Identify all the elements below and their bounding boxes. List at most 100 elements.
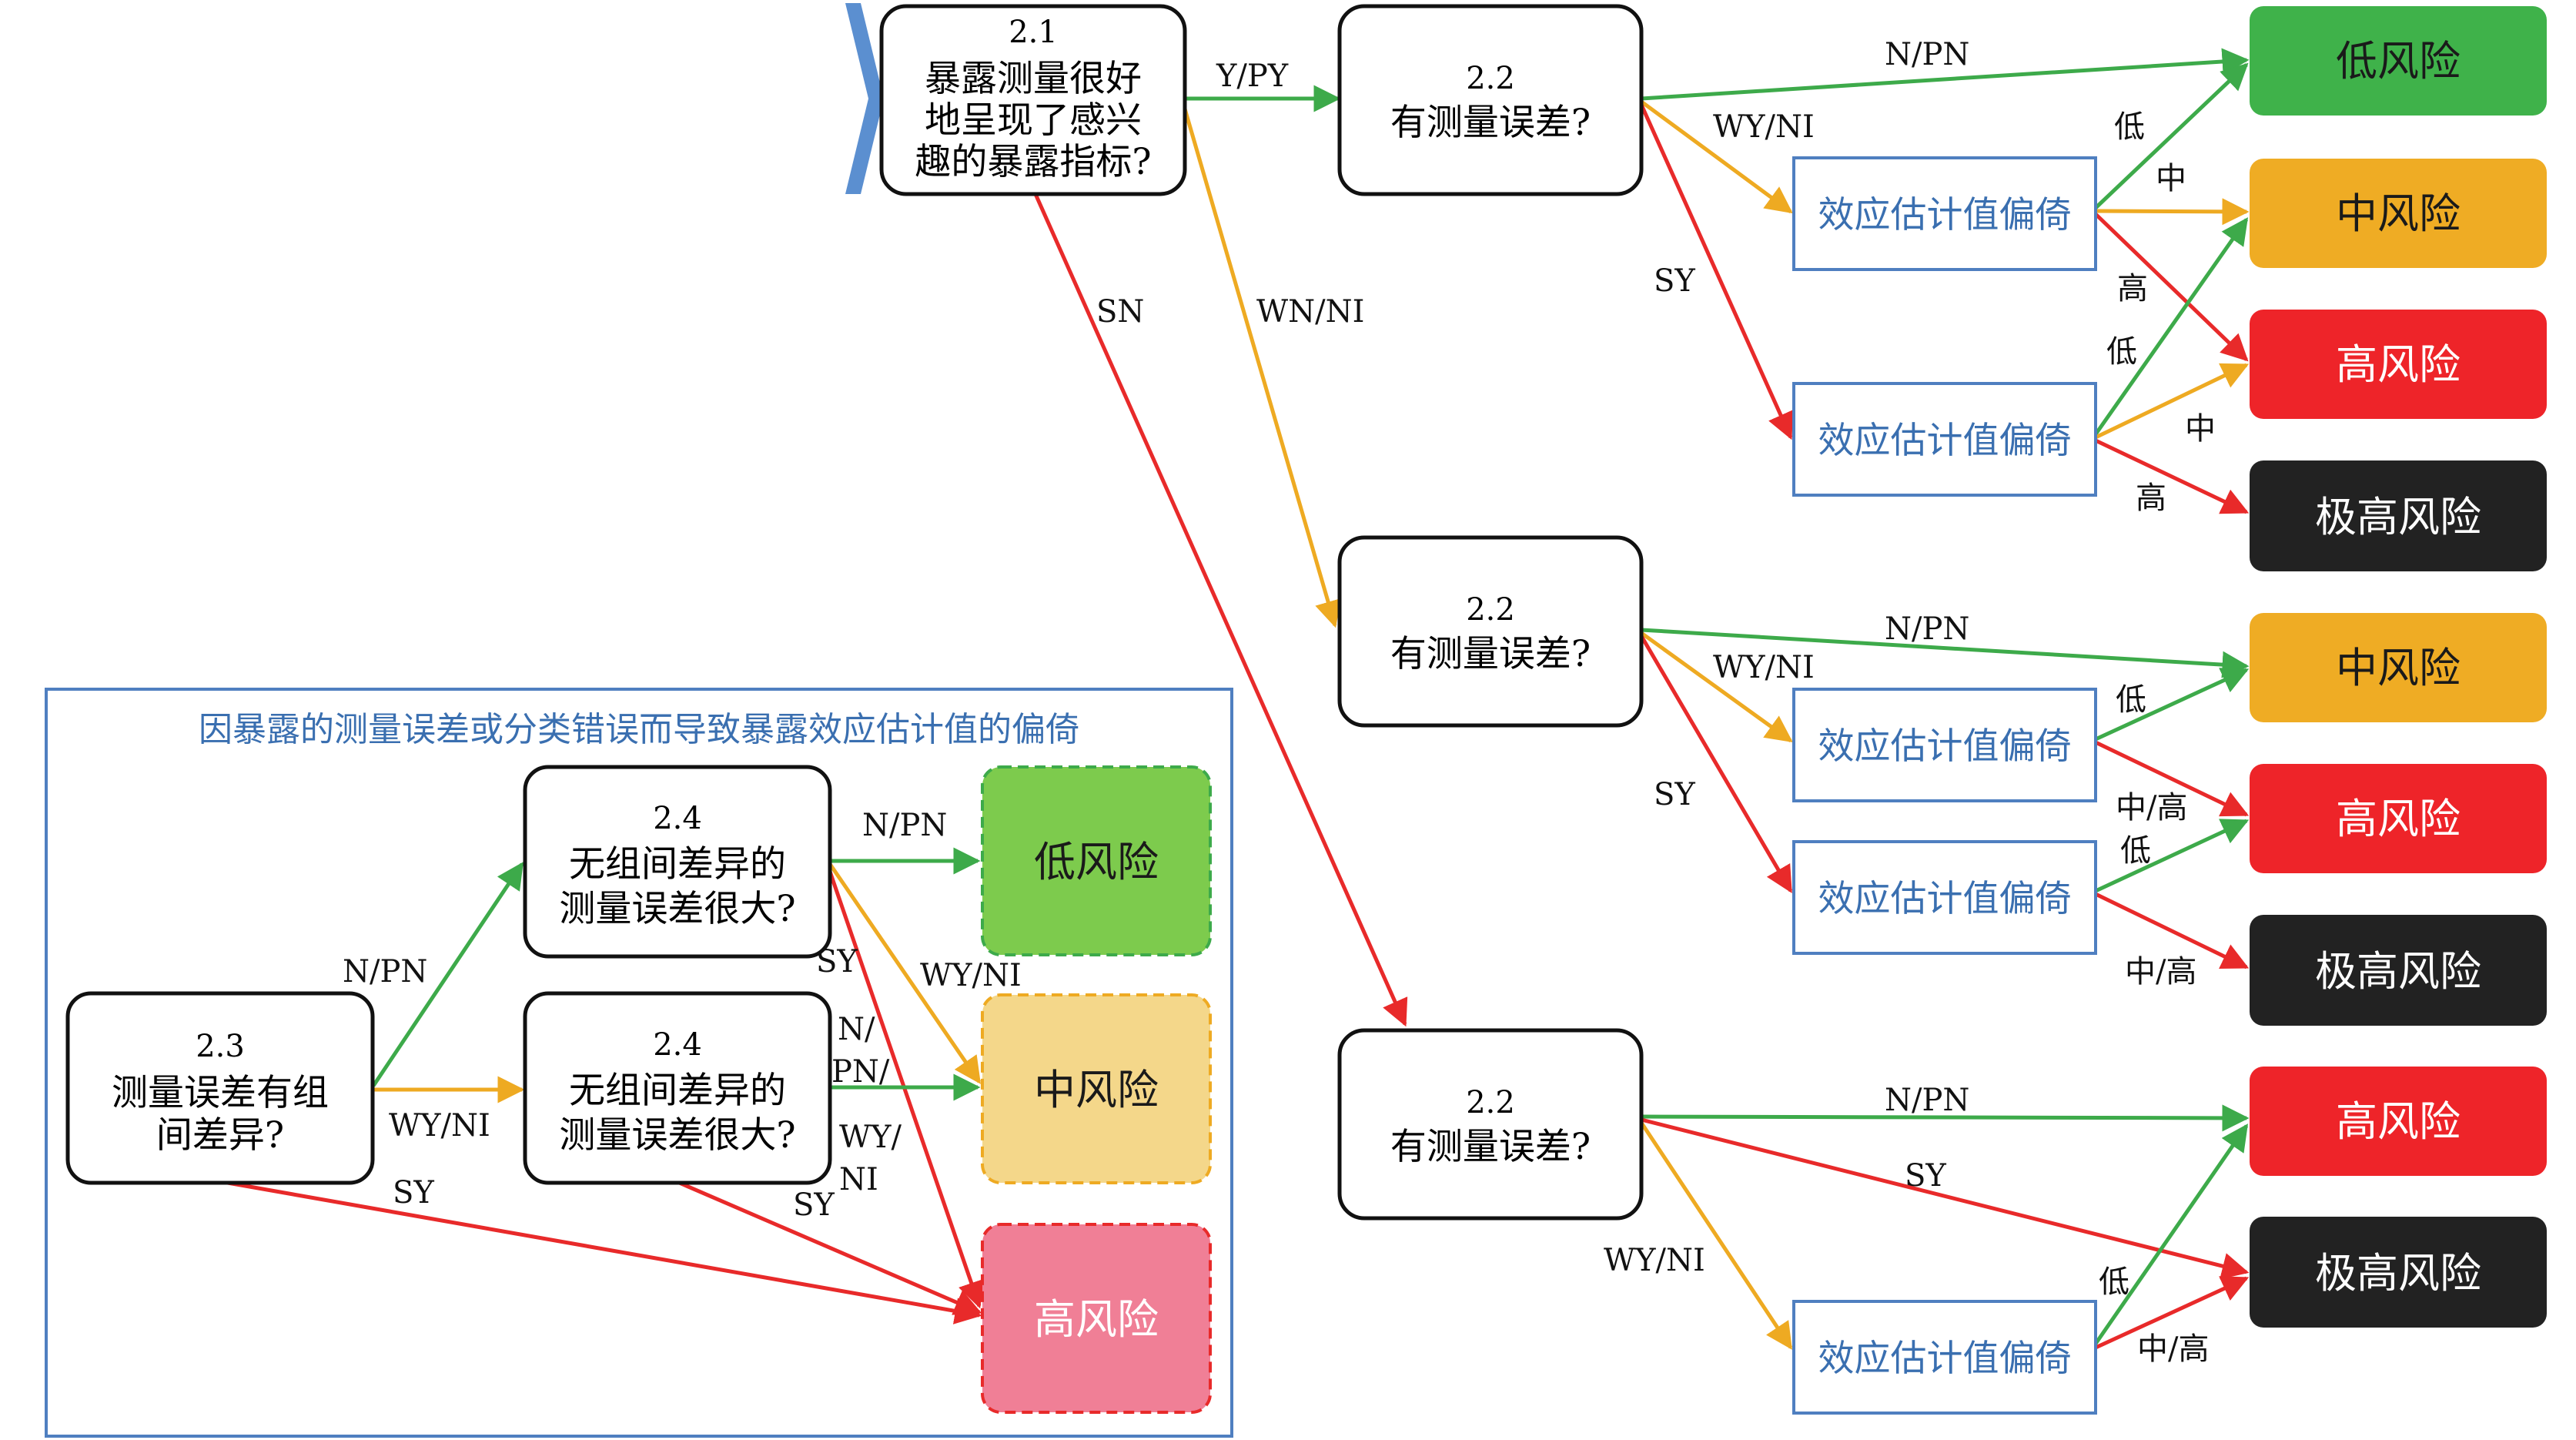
edge-top-npn xyxy=(1641,48,2250,101)
edge-top-bias2-high xyxy=(2094,438,2250,514)
edge-mid-sy xyxy=(1639,635,1793,894)
inset-outcome-high: 高风险 xyxy=(981,1223,1212,1414)
label-q24bot-wyni-2: NI xyxy=(839,1162,878,1197)
question-2-2-bot-node: 2.2 有测量误差? xyxy=(1337,1028,1644,1221)
label-mid-sy: SY xyxy=(1654,777,1695,812)
label-q24bot-npn-1: N/ xyxy=(838,1012,875,1047)
label-mid-npn: N/PN xyxy=(1885,611,1969,647)
question-2-3-node: 2.3 测量误差有组 间差异? xyxy=(65,991,375,1185)
question-2-1-line-2: 地呈现了感兴 xyxy=(925,99,1142,142)
label-bot-npn: N/PN xyxy=(1885,1083,1969,1118)
label-q24top-npn: N/PN xyxy=(862,808,947,843)
edge-q24top-wyni xyxy=(828,862,982,1084)
inset-panel: 因暴露的测量误差或分类错误而导致暴露效应估计值的偏倚 2.3 测量误差有组 间差… xyxy=(45,688,1233,1438)
svg-text:效应估计值偏倚: 效应估计值偏倚 xyxy=(1818,194,2072,236)
question-2-1-number: 2.1 xyxy=(1009,15,1058,50)
label-bot-sy: SY xyxy=(1905,1158,1946,1194)
svg-text:低风险: 低风险 xyxy=(1034,838,1159,886)
edge-bot-bias-midhigh xyxy=(2094,1276,2250,1350)
label-ypy: Y/PY xyxy=(1216,59,1289,94)
edge-labels: Y/PY WN/NI SN N/PN WY/NI SY 低 中 高 低 中 高 … xyxy=(1096,37,2216,1367)
inset-title: 因暴露的测量误差或分类错误而导致暴露效应估计值的偏倚 xyxy=(199,710,1079,749)
svg-text:效应估计值偏倚: 效应估计值偏倚 xyxy=(1818,725,2072,768)
edge-mid-bias1-midhigh xyxy=(2094,740,2250,817)
bias-box-top-2: 效应估计值偏倚 xyxy=(1792,382,2097,497)
label-top-b2-high: 高 xyxy=(2136,481,2166,516)
inset-outcome-low: 低风险 xyxy=(981,765,1212,956)
outcome-top-mid: 中风险 xyxy=(2250,159,2547,268)
label-top-sy: SY xyxy=(1654,263,1695,299)
bias-box-top-1: 效应估计值偏倚 xyxy=(1792,156,2097,271)
svg-text:2.4: 2.4 xyxy=(653,801,702,836)
svg-text:2.4: 2.4 xyxy=(653,1027,702,1063)
edge-mid-bias2-low xyxy=(2094,819,2250,893)
outcome-top-vhigh: 极高风险 xyxy=(2250,460,2547,571)
svg-text:低风险: 低风险 xyxy=(2336,37,2461,85)
label-q23-wyni: WY/NI xyxy=(389,1108,490,1144)
label-mid-wyni: WY/NI xyxy=(1713,650,1815,685)
label-mid-b2-midhigh: 中/高 xyxy=(2125,954,2196,990)
question-2-2-top-number: 2.2 xyxy=(1466,61,1515,96)
question-2-1-line-1: 暴露测量很好 xyxy=(925,58,1142,100)
label-top-b1-high: 高 xyxy=(2117,271,2148,306)
edge-q21-to-q22-bot xyxy=(1033,193,1408,1027)
label-mid-b1-midhigh: 中/高 xyxy=(2116,790,2187,825)
svg-text:测量误差有组: 测量误差有组 xyxy=(112,1072,329,1114)
question-2-2-mid-node: 2.2 有测量误差? xyxy=(1337,535,1644,728)
label-wnni: WN/NI xyxy=(1256,294,1364,330)
outcome-top-high: 高风险 xyxy=(2250,310,2547,419)
edge-top-bias2-low xyxy=(2093,217,2249,436)
label-bot-b-midhigh: 中/高 xyxy=(2137,1331,2209,1367)
edge-mid-bias2-midhigh xyxy=(2094,892,2250,969)
label-q24top-sy: SY xyxy=(816,944,858,980)
outcome-bot-vhigh: 极高风险 xyxy=(2250,1217,2547,1328)
label-q23-sy: SY xyxy=(393,1175,434,1211)
edge-top-wyni xyxy=(1640,99,1793,214)
svg-text:效应估计值偏倚: 效应估计值偏倚 xyxy=(1818,878,2072,920)
svg-text:无组间差异的: 无组间差异的 xyxy=(569,1070,786,1112)
label-q24top-wyni: WY/NI xyxy=(920,958,1022,993)
label-top-b2-low: 低 xyxy=(2106,334,2137,370)
edge-top-sy xyxy=(1639,103,1794,440)
edge-top-bias1-mid xyxy=(2095,198,2250,226)
label-top-b1-mid: 中 xyxy=(2156,161,2186,196)
entry-chevron-icon xyxy=(845,3,884,194)
svg-text:高风险: 高风险 xyxy=(2336,340,2461,389)
svg-text:极高风险: 极高风险 xyxy=(2315,493,2481,541)
question-2-1-line-3: 趣的暴露指标? xyxy=(915,141,1151,183)
bias-box-bot: 效应估计值偏倚 xyxy=(1792,1300,2097,1415)
question-2-2-bot-number: 2.2 xyxy=(1466,1085,1515,1120)
question-2-2-top-text: 有测量误差? xyxy=(1390,102,1591,144)
edge-bot-bias-low xyxy=(2093,1124,2249,1345)
svg-text:中风险: 中风险 xyxy=(2336,644,2461,692)
svg-text:效应估计值偏倚: 效应估计值偏倚 xyxy=(1818,420,2072,462)
outcome-top-low: 低风险 xyxy=(2250,6,2547,116)
inset-outcome-mid: 中风险 xyxy=(981,993,1212,1184)
label-q23-npn: N/PN xyxy=(343,954,427,990)
edge-q21-to-q22-mid xyxy=(1182,105,1342,628)
question-2-4-bot-node: 2.4 无组间差异的 测量误差很大? xyxy=(523,991,832,1185)
label-mid-b2-low: 低 xyxy=(2120,833,2151,869)
svg-text:高风险: 高风险 xyxy=(2336,1097,2461,1146)
edge-top-bias2-mid xyxy=(2094,363,2250,440)
bias-box-mid-1: 效应估计值偏倚 xyxy=(1792,688,2097,802)
label-q24bot-wyni-1: WY/ xyxy=(839,1120,902,1155)
svg-text:测量误差很大?: 测量误差很大? xyxy=(559,888,795,930)
label-sn: SN xyxy=(1096,294,1144,330)
question-2-1-node: 2.1 暴露测量很好 地呈现了感兴 趣的暴露指标? xyxy=(879,4,1187,196)
svg-text:高风险: 高风险 xyxy=(2336,795,2461,843)
svg-text:测量误差很大?: 测量误差很大? xyxy=(559,1114,795,1157)
outcome-mid-high: 高风险 xyxy=(2250,764,2547,873)
question-2-2-mid-number: 2.2 xyxy=(1466,592,1515,628)
bias-box-mid-2: 效应估计值偏倚 xyxy=(1792,840,2097,955)
label-top-b2-mid: 中 xyxy=(2185,411,2216,447)
label-top-b1-low: 低 xyxy=(2114,109,2145,145)
svg-text:极高风险: 极高风险 xyxy=(2315,947,2481,996)
label-q24bot-sy: SY xyxy=(793,1187,835,1223)
edge-q23-npn xyxy=(371,862,524,1087)
edge-mid-bias1-low xyxy=(2094,668,2250,742)
question-2-4-top-node: 2.4 无组间差异的 测量误差很大? xyxy=(523,765,832,959)
question-2-2-mid-text: 有测量误差? xyxy=(1390,633,1591,675)
label-q24bot-npn-2: PN/ xyxy=(831,1054,890,1090)
edge-bot-sy xyxy=(1641,1117,2250,1280)
